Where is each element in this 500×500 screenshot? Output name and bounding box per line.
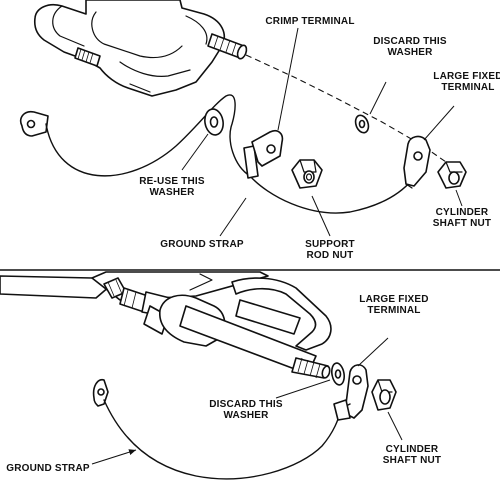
label-line: ROD NUT xyxy=(307,250,354,261)
label-line: WASHER xyxy=(149,187,195,198)
label-line: CRIMP TERMINAL xyxy=(265,16,354,27)
leader-large-fixed-terminal-bottom xyxy=(357,337,389,367)
label-line: SUPPORT xyxy=(305,239,355,250)
cylinder-shaft-nut-bottom xyxy=(371,379,397,411)
ground-strap-top xyxy=(19,94,413,214)
label-crimp-terminal: CRIMP TERMINAL xyxy=(265,16,354,27)
discard-washer-bottom xyxy=(330,362,346,386)
label-line: CYLINDER xyxy=(386,444,439,455)
label-ground-strap-bottom: GROUND STRAP xyxy=(6,463,90,474)
ground-strap-bottom xyxy=(92,378,351,480)
leader-cylinder-shaft-nut-top xyxy=(455,189,463,207)
label-ground-strap-top: GROUND STRAP xyxy=(160,239,244,250)
leader-large-fixed-terminal-top xyxy=(423,105,455,141)
label-line: LARGE FIXED xyxy=(359,294,428,305)
reuse-washer xyxy=(204,108,224,136)
cylinder-shaft-nut-top xyxy=(437,161,467,189)
leader-ground-strap-bottom xyxy=(91,449,137,465)
label-line: WASHER xyxy=(223,410,269,421)
leader-crimp-terminal xyxy=(277,27,299,131)
label-line: TERMINAL xyxy=(367,305,420,316)
label-line: DISCARD THIS xyxy=(373,36,447,47)
support-rod-bracket xyxy=(33,0,248,97)
label-line: LARGE FIXED xyxy=(433,71,500,82)
discard-washer-top xyxy=(354,114,370,134)
leader-discard-washer-top xyxy=(369,81,387,115)
support-rod-nut xyxy=(291,159,323,189)
large-fixed-terminal-bottom xyxy=(345,364,369,419)
large-fixed-terminal-top xyxy=(403,135,431,189)
label-line: GROUND STRAP xyxy=(160,239,244,250)
frame-assembly xyxy=(0,271,332,379)
label-line: GROUND STRAP xyxy=(6,463,90,474)
label-line: WASHER xyxy=(387,47,433,58)
label-line: DISCARD THIS xyxy=(209,399,283,410)
label-line: SHAFT NUT xyxy=(433,218,491,229)
leader-ground-strap-top xyxy=(219,197,247,237)
label-line: CYLINDER xyxy=(436,207,489,218)
label-line: TERMINAL xyxy=(441,82,494,93)
label-line: SHAFT NUT xyxy=(383,455,441,466)
leader-reuse-washer xyxy=(181,133,209,171)
label-line: RE-USE THIS xyxy=(139,176,205,187)
leader-support-rod-nut xyxy=(311,195,331,237)
leader-discard-washer-bottom xyxy=(275,379,331,399)
leader-cylinder-shaft-nut-bottom xyxy=(387,411,403,441)
